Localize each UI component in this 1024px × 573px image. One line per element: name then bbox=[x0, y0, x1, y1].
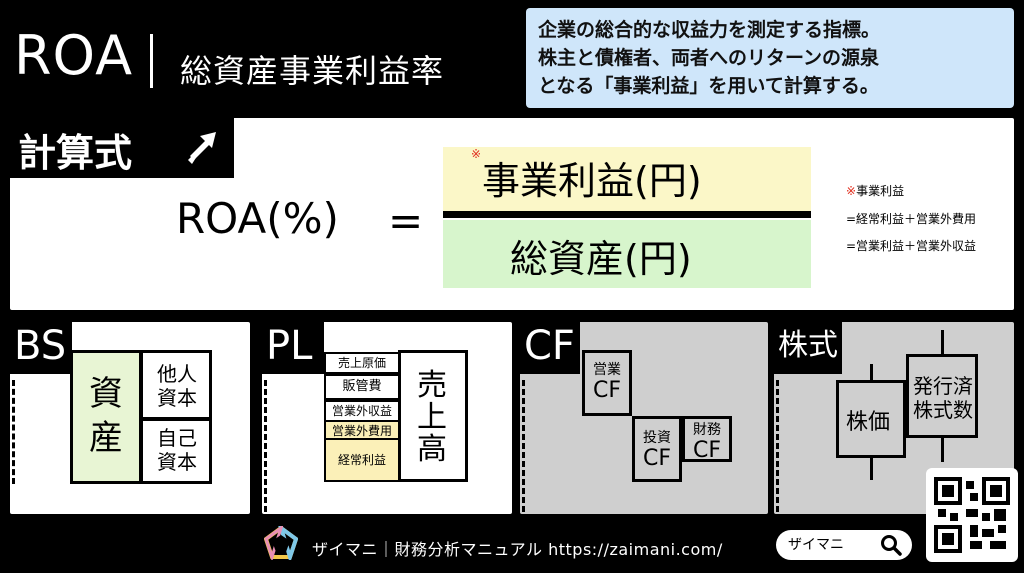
note-title-text: 事業利益 bbox=[856, 184, 905, 198]
cf-financing-label: 財務 bbox=[693, 422, 721, 438]
stock-shares-label: 発行済株式数 bbox=[913, 374, 973, 422]
qr-code-graphic bbox=[934, 477, 1010, 553]
candle-wick bbox=[870, 364, 873, 380]
cf-financing-box: 財務 CF bbox=[682, 416, 732, 463]
numerator-note-mark: ※ bbox=[471, 147, 482, 161]
note-mark: ※ bbox=[846, 184, 857, 198]
cf-operating-label: 営業 bbox=[593, 362, 621, 378]
note-title: ※事業利益 bbox=[846, 182, 904, 199]
formula-tab bbox=[10, 118, 234, 178]
footer-search-box[interactable]: ザイマニ bbox=[776, 530, 912, 560]
cf-operating-box: 営業 CF bbox=[582, 350, 632, 416]
cf-investing-label: 投資 bbox=[643, 430, 671, 446]
cf-investing-box: 投資 CF bbox=[632, 416, 682, 482]
cf-tab: CF bbox=[520, 322, 580, 374]
cf-dashed-line bbox=[522, 380, 525, 512]
cf-suffix: CF bbox=[692, 438, 721, 463]
description-line: 株主と債権者、両者へのリターンの源泉 bbox=[538, 47, 880, 69]
qr-code-icon bbox=[926, 468, 1018, 562]
formula-lhs: ROA(%) bbox=[176, 194, 339, 243]
stock-price-label: 株価 bbox=[846, 410, 891, 435]
pl-row-cogs: 売上原価 bbox=[324, 352, 400, 374]
bs-equity-label: 自己資本 bbox=[157, 426, 197, 474]
cf-suffix: CF bbox=[592, 378, 621, 403]
stock-tab: 株式 bbox=[774, 322, 842, 374]
pl-dashed-line bbox=[264, 380, 267, 512]
description-line: となる「事業利益」を用いて計算する。 bbox=[538, 75, 879, 97]
bs-assets-label: 資産 bbox=[89, 374, 123, 458]
bs-equity-box bbox=[140, 418, 212, 484]
pl-row-sga: 販管費 bbox=[324, 374, 400, 400]
pl-row-nonop-income: 営業外収益 bbox=[324, 400, 400, 422]
cf-suffix: CF bbox=[642, 446, 671, 471]
title-divider bbox=[150, 34, 153, 88]
pl-sales-label: 売上高 bbox=[417, 368, 447, 467]
fraction-bar bbox=[443, 211, 811, 218]
pl-row-nonop-expense: 営業外費用 bbox=[324, 420, 400, 440]
search-icon[interactable] bbox=[880, 534, 902, 556]
page-title: ROA bbox=[14, 24, 134, 87]
candle-wick bbox=[870, 458, 873, 480]
note-line: =経常利益＋営業外費用 bbox=[846, 212, 977, 226]
formula-equals: = bbox=[388, 196, 424, 245]
description-line: 企業の総合的な収益力を測定する指標。 bbox=[538, 19, 881, 41]
pl-tab: PL bbox=[262, 322, 324, 374]
arrow-up-right-icon bbox=[188, 132, 216, 164]
bs-liabilities-label: 他人資本 bbox=[157, 362, 197, 410]
denominator-box bbox=[443, 220, 811, 288]
formula-label: 計算式 bbox=[18, 131, 133, 175]
pl-sales-box bbox=[398, 350, 468, 482]
pl-row-ordinary-profit: 経常利益 bbox=[324, 438, 400, 482]
footer-search-text: ザイマニ bbox=[788, 537, 844, 553]
bs-dashed-line bbox=[12, 380, 15, 484]
candle-shares bbox=[906, 354, 978, 438]
numerator-box bbox=[443, 147, 811, 211]
description-box: 企業の総合的な収益力を測定する指標。 株主と債権者、両者へのリターンの源泉 とな… bbox=[526, 8, 1014, 108]
pentagon-logo-icon bbox=[264, 526, 298, 560]
note-line: =営業利益＋営業外収益 bbox=[846, 239, 977, 253]
footer-site-text[interactable]: ザイマニ｜財務分析マニュアル https://zaimani.com/ bbox=[312, 540, 723, 559]
page-subtitle: 総資産事業利益率 bbox=[180, 52, 445, 90]
candle-wick bbox=[941, 330, 944, 354]
candle-price bbox=[836, 380, 906, 458]
bs-tab: BS bbox=[10, 322, 72, 374]
numerator-text: 事業利益(円) bbox=[482, 159, 702, 203]
candle-wick bbox=[941, 438, 944, 462]
stock-dashed-line bbox=[776, 380, 779, 512]
denominator-text: 総資産(円) bbox=[510, 237, 692, 281]
